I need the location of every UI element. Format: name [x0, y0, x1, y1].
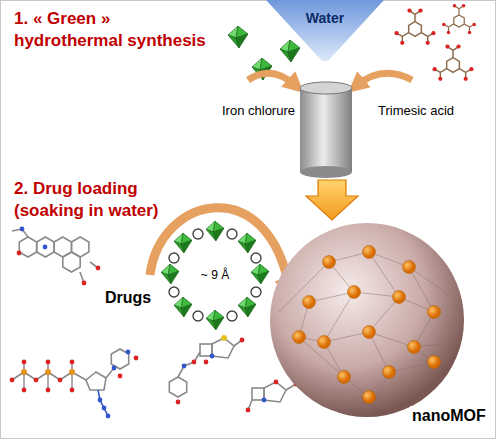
particle-label: nanoMOF [410, 406, 488, 425]
drug-molecule [12, 227, 100, 286]
autoclave-cylinder [300, 82, 352, 178]
process-arrow [306, 180, 358, 220]
reagent-label: Trimesic acid [378, 103, 454, 119]
step-heading: 1. « Green » hydrothermal synthesis [14, 8, 216, 52]
pore-size-label: ~ 9 Å [201, 268, 229, 282]
nanomof-sphere: nanoMOF [269, 222, 465, 418]
trimesic-molecules [394, 4, 475, 81]
drug-molecule [10, 349, 139, 418]
drug-molecule [169, 335, 244, 404]
drugs-label: Drugs [105, 288, 151, 307]
funnel-label: Water [266, 10, 384, 27]
sphere-outline [269, 222, 465, 418]
reagent-arrow [248, 73, 296, 86]
step-heading: 2. Drug loading (soaking in water) [14, 178, 179, 222]
loading-arrow [150, 208, 290, 292]
reagent-arrow [356, 73, 412, 86]
funnel-outline [266, 0, 384, 62]
drug-molecule [246, 380, 299, 413]
reagent-label: Iron chlorure [222, 103, 295, 119]
pore-ring [161, 221, 269, 330]
water-funnel: Water [266, 0, 384, 62]
